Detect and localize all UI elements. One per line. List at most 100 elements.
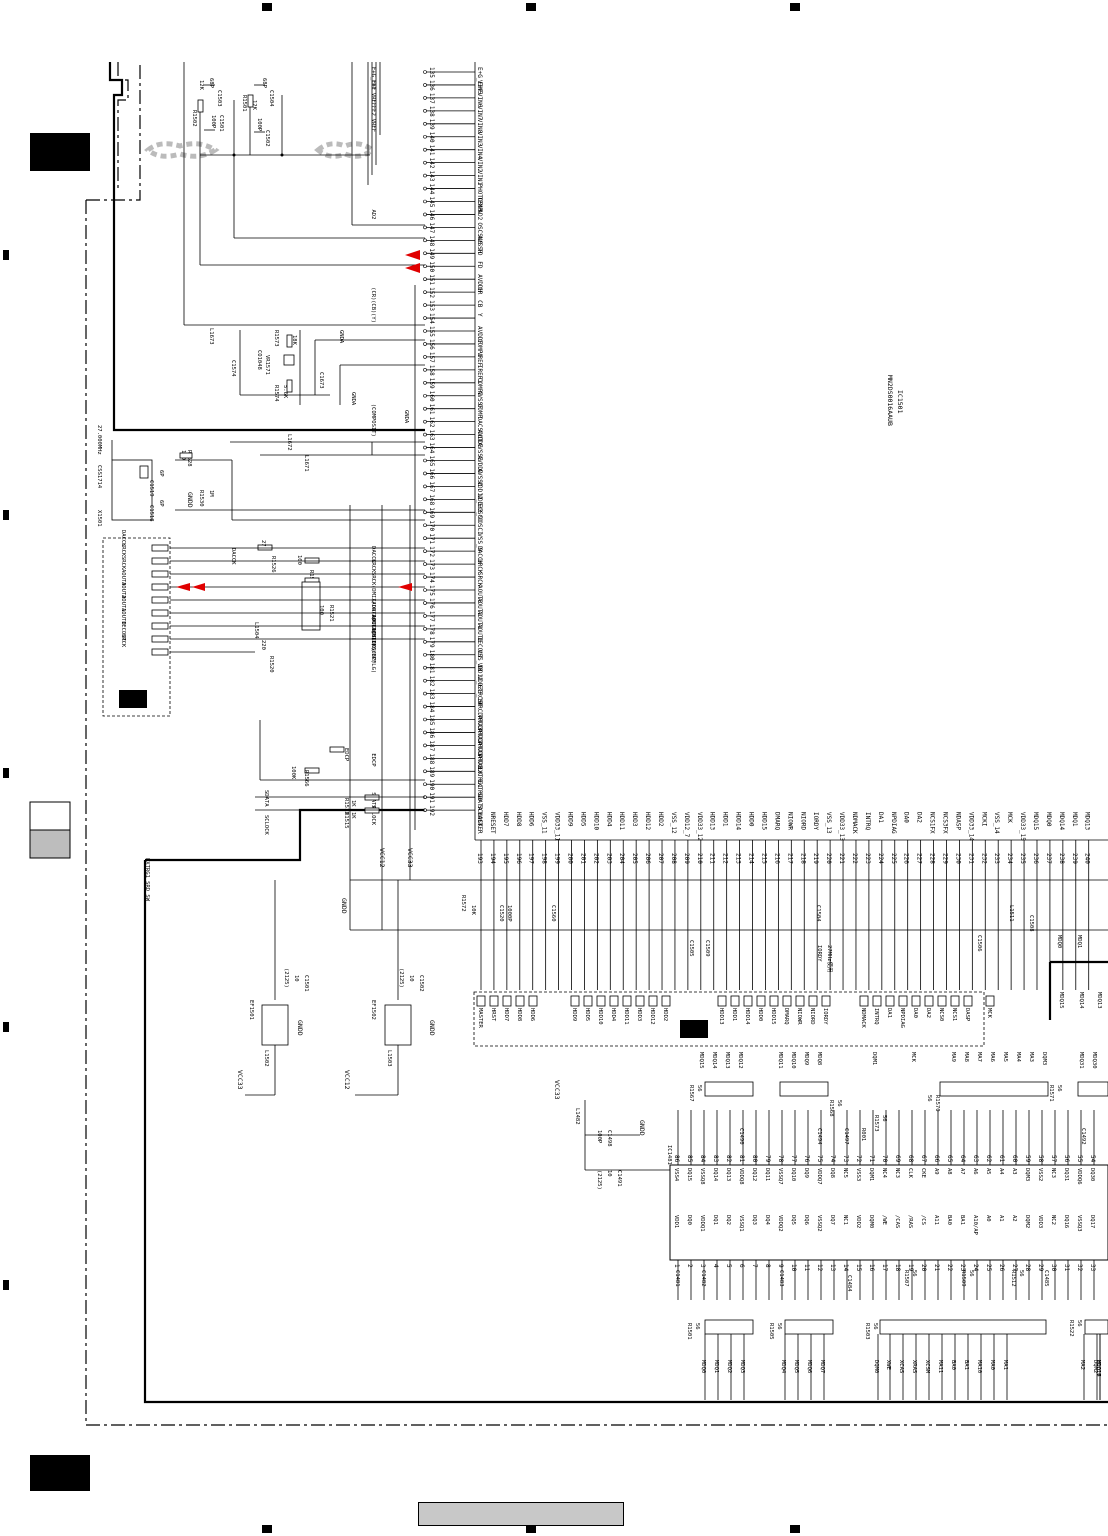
ic-pin-number: 188 bbox=[428, 753, 435, 764]
ic-pin-name: VIN8 bbox=[476, 119, 483, 134]
svg-text:10: 10 bbox=[606, 1170, 612, 1177]
ic-pin-number: 202 bbox=[592, 853, 599, 864]
sdram-pin-name: DQ9 bbox=[803, 1168, 809, 1178]
pin-terminal bbox=[423, 251, 427, 256]
svg-text:C1494: C1494 bbox=[816, 1128, 822, 1145]
svg-text:GNDD: GNDD bbox=[296, 1020, 304, 1036]
ic-pin-number: 227 bbox=[916, 853, 923, 864]
sdram-pin-number: 62 bbox=[985, 1155, 992, 1163]
ic-pin-name: MDQ13 bbox=[1084, 812, 1091, 830]
ic-pin-number: 154 bbox=[428, 313, 435, 324]
net-label: DACCK bbox=[370, 546, 376, 563]
svg-text:100K: 100K bbox=[290, 766, 296, 780]
ic-pin-number: 226 bbox=[903, 853, 910, 864]
test-point-label: HDD14 bbox=[744, 1008, 750, 1025]
svg-text:56: 56 bbox=[1056, 1085, 1062, 1092]
net-label: SCLOCK bbox=[370, 805, 376, 826]
svg-text:C1519: C1519 bbox=[148, 480, 154, 497]
sdram-pin-number: 75 bbox=[816, 1155, 823, 1163]
sdram-pin-number: 77 bbox=[790, 1155, 797, 1163]
ic-pin-number: 146 bbox=[428, 209, 435, 220]
svg-text:56: 56 bbox=[696, 1085, 702, 1092]
svg-text:R1566: R1566 bbox=[303, 770, 309, 787]
sdram-pin-name: A11 bbox=[933, 1215, 939, 1225]
pin-terminal bbox=[423, 678, 427, 683]
sdram-pin-name: DQM3 bbox=[1024, 1168, 1030, 1181]
sdram-pin-number: 79 bbox=[764, 1155, 771, 1163]
connector-pin bbox=[151, 544, 169, 552]
ic-pin-number: 234 bbox=[1006, 853, 1013, 864]
sdram-pin-number: 2 bbox=[686, 1264, 693, 1268]
ic-pin-name: E+G_E+F bbox=[476, 67, 483, 93]
ic-pin-number: 168 bbox=[428, 494, 435, 505]
pin-terminal bbox=[423, 536, 427, 541]
ic-pin-name: NIOWR bbox=[786, 812, 793, 830]
pin-terminal bbox=[423, 96, 427, 100]
svg-text:(2125): (2125) bbox=[398, 968, 404, 988]
test-point-label: HDD9 bbox=[571, 1008, 577, 1021]
ic-pin-number: 214 bbox=[748, 853, 755, 864]
rails bbox=[183, 62, 1108, 1000]
sdram-pin-number: 64 bbox=[959, 1155, 966, 1163]
net-label: (COMPOSIT) bbox=[370, 404, 376, 437]
bus-signal-label: MA6 bbox=[989, 1052, 995, 1062]
ic-pin-name: NRESET bbox=[489, 812, 496, 834]
sdram-pin-name: NC1 bbox=[842, 1215, 848, 1225]
pin-terminal bbox=[423, 70, 427, 74]
sdram-pin-name: NC4 bbox=[881, 1168, 887, 1179]
ic-pin-name: VSS_9 bbox=[476, 533, 483, 551]
test-point-label: MCK bbox=[986, 1008, 992, 1019]
sdram-pin-number: 61 bbox=[998, 1155, 1005, 1163]
svg-text:R1526: R1526 bbox=[270, 556, 276, 573]
test-point bbox=[963, 995, 973, 1007]
connector-label: LRCK bbox=[120, 543, 126, 557]
ic-pin-number: 153 bbox=[428, 300, 435, 311]
net-label: E+G_E+F bbox=[370, 67, 376, 90]
ic-pin-name: AVSSF bbox=[476, 391, 483, 409]
ic-pin-number: 165 bbox=[428, 456, 435, 467]
pin-terminal bbox=[423, 173, 427, 178]
ic-pin-number: 157 bbox=[428, 352, 435, 363]
ic-pin-number: 179 bbox=[428, 637, 435, 648]
ic-pin-name: HDD11 bbox=[618, 812, 625, 830]
ic-pin-name: SCLOCK bbox=[476, 805, 483, 827]
ic-pin-name: AOUT3 bbox=[476, 585, 483, 603]
ic-pin-number: 159 bbox=[428, 378, 435, 389]
net-label: SDATA bbox=[370, 792, 376, 809]
connector-pin bbox=[151, 635, 169, 643]
sdram-pin-name: DQ17 bbox=[1089, 1215, 1095, 1228]
sdram-pin-number: 67 bbox=[920, 1155, 927, 1163]
net-label: LRCK bbox=[370, 559, 376, 573]
sdram-pin-name: NC3 bbox=[1050, 1168, 1056, 1178]
ic-pin-name: COMP1 bbox=[476, 339, 483, 357]
bus-signal-label: MA11 bbox=[937, 1360, 943, 1373]
net-label: (CR) bbox=[370, 287, 376, 300]
svg-text:1M: 1M bbox=[208, 490, 214, 497]
pin-terminal bbox=[423, 510, 427, 515]
test-point-label: HDD15 bbox=[770, 1008, 776, 1025]
frame-markers bbox=[3, 3, 800, 1533]
ic-pin-name: OSCO bbox=[476, 507, 483, 522]
svg-text:EXTRG1_SRD_SW: EXTRG1_SRD_SW bbox=[144, 858, 150, 902]
ic-pin-number: 174 bbox=[428, 572, 435, 583]
sdram-pin-number: 16 bbox=[868, 1264, 875, 1272]
sdram-pin-name: A1 bbox=[998, 1215, 1004, 1222]
test-point-label: HDD4 bbox=[610, 1008, 616, 1022]
ic-pin-number: 185 bbox=[428, 715, 435, 726]
sdram-ic1481: 1VDD12DQ03VDDQ14DQ15DQ26VSSQ17DQ38DQ49VD… bbox=[553, 1080, 1108, 1340]
ic-bottom-pin-group: 193MASTER194NRESET195HDD7196HDD8197HDD61… bbox=[476, 812, 1091, 990]
bus-signal-label: MDQ17 bbox=[1095, 1360, 1101, 1377]
sdram-pin-number: 83 bbox=[712, 1155, 719, 1163]
ic-pin-number: 180 bbox=[428, 650, 435, 661]
ic-pin-name: MDQ1 bbox=[1071, 812, 1078, 827]
sdram-pin-number: 28 bbox=[1024, 1264, 1031, 1272]
sdram-pin-number: 78 bbox=[777, 1155, 784, 1163]
sdram-pin-name: DQM2 bbox=[1024, 1215, 1030, 1228]
bus-signal-label: MDQ15 bbox=[1058, 992, 1064, 1009]
pin-terminal bbox=[423, 665, 427, 670]
ic-pin-number: 195 bbox=[502, 853, 509, 864]
pin-terminal bbox=[423, 290, 427, 294]
test-point-label: IORDY bbox=[822, 1008, 828, 1025]
sdram-pin-name: /CS bbox=[920, 1215, 926, 1225]
